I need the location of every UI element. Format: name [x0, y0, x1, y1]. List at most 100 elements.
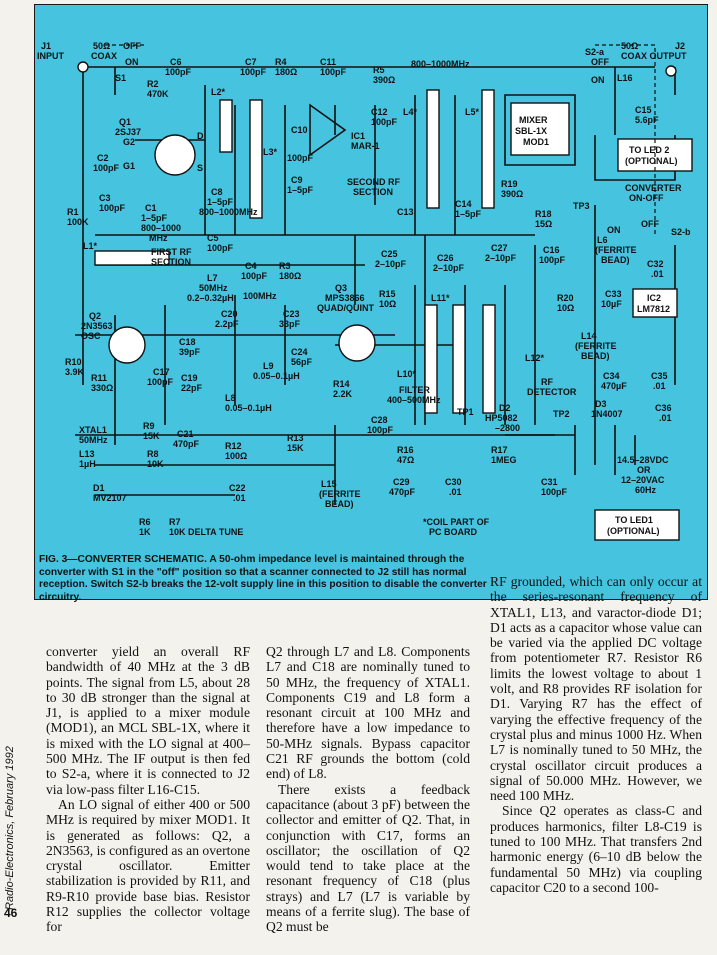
- rf-detector-label-2: DETECTOR: [527, 387, 577, 397]
- tp3-label: TP3: [573, 201, 590, 211]
- c5-label: C5: [207, 233, 219, 243]
- q3-package: QUAD/QUINT: [317, 303, 374, 313]
- r5-label: R5: [373, 65, 385, 75]
- d3-label: D3: [595, 399, 607, 409]
- converter-schematic-diagram: J1 INPUT 50Ω COAX OFF ON S1 R2 470K C6 1…: [37, 41, 693, 541]
- l11-label: L11*: [431, 293, 450, 303]
- l6-label: L6: [597, 235, 608, 245]
- q1-value: 2SJ37: [115, 127, 141, 137]
- c19-label: C19: [181, 373, 198, 383]
- c31-value: 100pF: [541, 487, 568, 497]
- c29-value: 470pF: [389, 487, 416, 497]
- c8-band: 800–1000MHz: [199, 207, 258, 217]
- led2-optional: (OPTIONAL): [625, 156, 678, 166]
- article-column-3: RF grounded, which can only occur at the…: [490, 574, 702, 895]
- c12-label: C12: [371, 107, 388, 117]
- l8-label: L8: [225, 393, 236, 403]
- c2-label: C2: [97, 153, 109, 163]
- c21-label: C21: [177, 429, 194, 439]
- q3-label: Q3: [335, 283, 347, 293]
- s2a-on-label: ON: [591, 75, 605, 85]
- c34-label: C34: [603, 371, 620, 381]
- q2-value: 2N3563: [81, 321, 113, 331]
- c7-label: C7: [245, 57, 257, 67]
- led2-label: TO LED 2: [629, 145, 669, 155]
- r7-value: 10K DELTA TUNE: [169, 527, 243, 537]
- article-paragraph: converter yield an overall RF bandwidth …: [46, 644, 250, 797]
- l14-label: L14: [581, 331, 597, 341]
- r11-value: 330Ω: [91, 383, 113, 393]
- r4-label: R4: [275, 57, 287, 67]
- second-rf-section: SECTION: [353, 187, 393, 197]
- c24-label: C24: [291, 347, 308, 357]
- l12-label: L12*: [525, 353, 545, 363]
- r14-value: 2.2K: [333, 389, 353, 399]
- c30-value: .01: [449, 487, 462, 497]
- c14-label: C14: [455, 199, 472, 209]
- r12-label: R12: [225, 441, 242, 451]
- c12-value: 100pF: [371, 117, 398, 127]
- l1-label: L1*: [83, 241, 98, 251]
- d2-label: D2: [499, 403, 511, 413]
- l10-label: L10*: [397, 369, 417, 379]
- r16-value: 47Ω: [397, 455, 414, 465]
- c36-value: .01: [659, 413, 672, 423]
- coil-note-label-2: PC BOARD: [429, 527, 478, 537]
- r3-value: 180Ω: [279, 271, 301, 281]
- d2-value: HP5082: [485, 413, 518, 423]
- l15-label: L15: [321, 479, 337, 489]
- coax-in-label: 50Ω: [93, 41, 110, 51]
- l2-label: L2*: [211, 87, 226, 97]
- r8-value: 10K: [147, 459, 164, 469]
- filter-label: FILTER: [399, 385, 430, 395]
- mixer-label: MIXER: [519, 115, 548, 125]
- drain-label: D: [197, 131, 204, 141]
- r10-label: R10: [65, 357, 82, 367]
- r17-label: R17: [491, 445, 508, 455]
- c17-value: 100pF: [147, 377, 174, 387]
- r13-label: R13: [287, 433, 304, 443]
- r20-label: R20: [557, 293, 574, 303]
- figure-caption: FIG. 3—CONVERTER SCHEMATIC. A 50-ohm imp…: [39, 554, 487, 603]
- c1-band: 800–1000: [141, 223, 181, 233]
- l3-label: L3*: [263, 147, 278, 157]
- s2b-label: S2-b: [671, 227, 691, 237]
- article-paragraph: Q2 through L7 and L8. Components L7 and …: [266, 644, 470, 782]
- r9-label: R9: [143, 421, 155, 431]
- c15-label: C15: [635, 105, 652, 115]
- c24-value: 56pF: [291, 357, 313, 367]
- second-rf-label: SECOND RF: [347, 177, 401, 187]
- c33-value: 10µF: [601, 299, 622, 309]
- c8-value: 1–5pF: [207, 197, 234, 207]
- tp1-label: TP1: [457, 407, 474, 417]
- c9-label: C9: [291, 175, 303, 185]
- tp2-label: TP2: [553, 409, 570, 419]
- r1-value: 100K: [67, 217, 89, 227]
- r11-label: R11: [91, 373, 107, 383]
- c16-value: 100pF: [539, 255, 566, 265]
- g2-label: G2: [123, 137, 135, 147]
- article-paragraph: RF grounded, which can only occur at the…: [490, 574, 702, 804]
- c28-value: 100pF: [367, 425, 394, 435]
- r12-value: 100Ω: [225, 451, 247, 461]
- band-100-label: 100MHz: [243, 291, 277, 301]
- first-rf-label: FIRST RF: [151, 247, 192, 257]
- coax-out-label: 50Ω: [621, 41, 638, 51]
- l14-ferrite: (FERRITE: [575, 341, 617, 351]
- q2-label: Q2: [89, 311, 101, 321]
- supply-dc-label: 14.5–28VDC: [617, 455, 669, 465]
- c20-label: C20: [221, 309, 238, 319]
- xtal1-value: 50MHz: [79, 435, 108, 445]
- c1-label: C1: [145, 203, 157, 213]
- c3-value: 100pF: [99, 203, 126, 213]
- first-rf-section: SECTION: [151, 257, 191, 267]
- coax-in-label-2: COAX: [91, 51, 117, 61]
- l13-value: 1µH: [79, 459, 96, 469]
- mixer-ref: MOD1: [523, 137, 549, 147]
- l6-ferrite: (FERRITE: [595, 245, 637, 255]
- c35-label: C35: [651, 371, 668, 381]
- l16-label: L16: [617, 73, 633, 83]
- r7-label: R7: [169, 517, 181, 527]
- page-number: 46: [4, 906, 18, 920]
- c27-value: 2–10pF: [485, 253, 517, 263]
